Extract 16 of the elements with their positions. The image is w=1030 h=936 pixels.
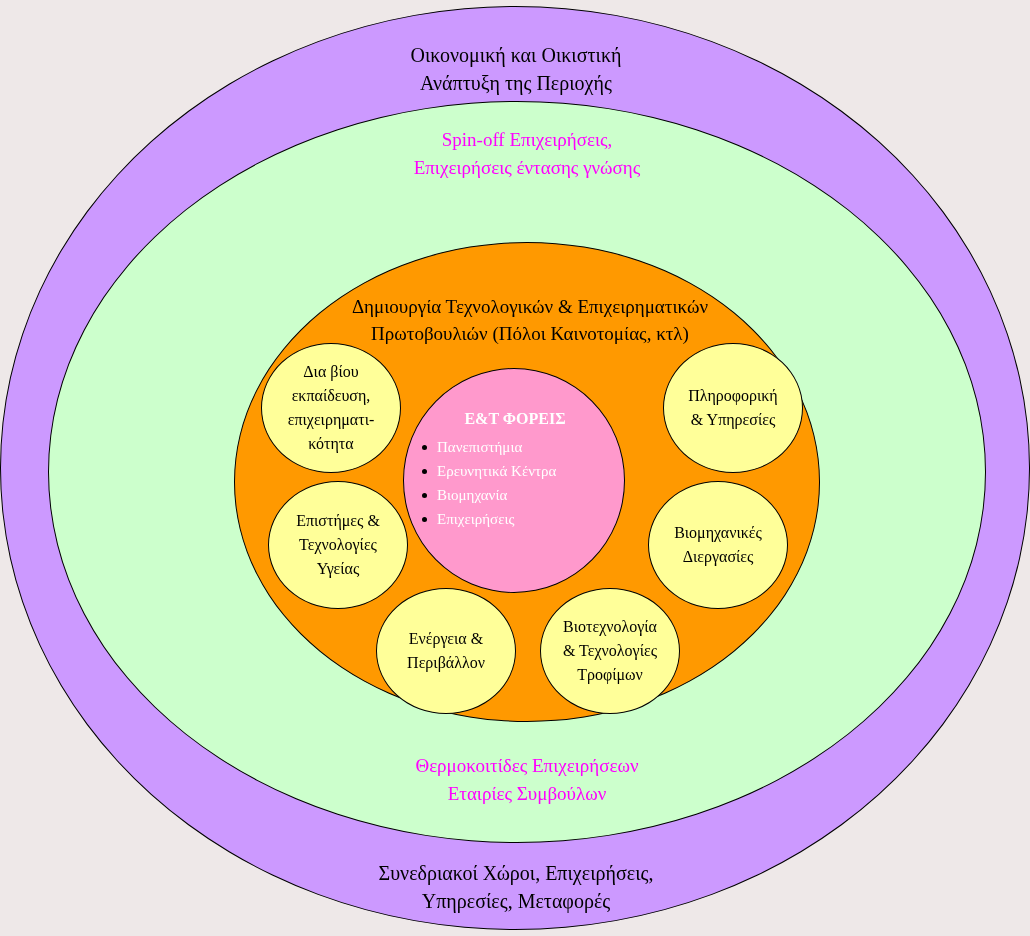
list-item: Ερευνητικά Κέντρα [437, 462, 557, 481]
list-item: Βιομηχανία [437, 486, 508, 505]
circle-label: Πληροφορική & Υπηρεσίες [687, 386, 779, 431]
ring-label: Συνεδριακοί Χώροι, Επιχειρήσεις, Υπηρεσίες, Μεταφορές [378, 862, 654, 912]
ring-label: Οικονομική και Οικιστική Ανάπτυξη της Περιοχής [410, 44, 622, 94]
circle-label: Επιστήμες & Τεχνολογίες Υγείας [295, 511, 381, 580]
circle-label: Βιομηχανικές Διεργασίες [673, 523, 763, 568]
list-item: Επιχειρήσεις [437, 510, 515, 529]
circle-label: Βιοτεχνολογία & Τεχνολογίες Τροφίμων [561, 617, 659, 686]
circle-label: Δια βίου εκπαίδευση, επιχειρηματι-κότητα [286, 362, 376, 455]
list-item: Πανεπιστήμια [437, 438, 523, 457]
ring-label: Spin-off Επιχειρήσεις, Επιχειρήσεις έντασης γνώσης [413, 129, 641, 178]
circle-heading: Ε&Τ ΦΟΡΕΙΣ [464, 409, 566, 429]
ring-label: Θερμοκοιτίδες Επιχειρήσεων Εταιρίες Συμβούλων [415, 755, 639, 804]
ring-label: Δημιουργία Τεχνολογικών & Επιχειρηματικών Πρωτοβουλιών (Πόλοι Καινοτομίας, κτλ) [351, 296, 709, 344]
circle-label: Ενέργεια & Περιβάλλον [406, 629, 486, 674]
